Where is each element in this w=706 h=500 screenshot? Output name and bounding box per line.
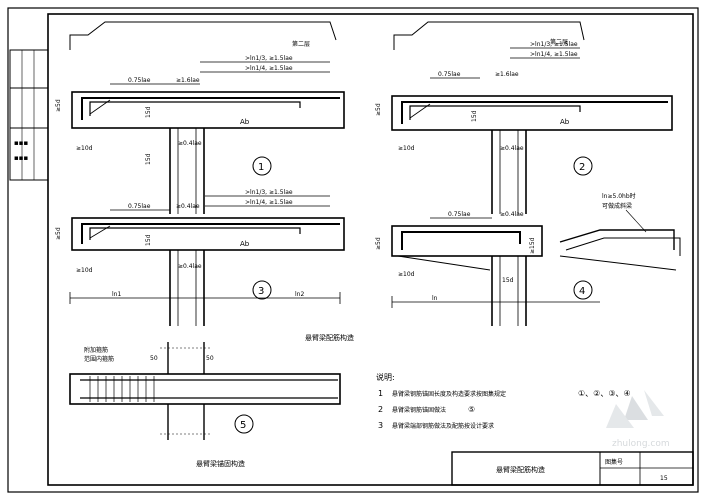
svg-text:≥0.4lae: ≥0.4lae: [500, 145, 524, 152]
detail-number: 4: [579, 286, 585, 297]
stirrup-marks: [89, 376, 155, 402]
detail-1: 第二层 >ln1/3, ≥1.5lae >ln1/4, ≥1.5lae 0.75…: [55, 21, 345, 214]
svg-text:▪▪▪: ▪▪▪: [14, 154, 28, 162]
title-block: 悬臂梁配筋构造 图集号 15: [451, 451, 694, 486]
svg-text:15d: 15d: [145, 153, 152, 165]
note-text: 悬臂梁钢筋锚固做法: [392, 406, 446, 414]
drawing-no-label: 图集号: [605, 458, 623, 466]
svg-text:≥10d: ≥10d: [398, 271, 415, 278]
detail-5: 50 50 附加箍筋 范围内箍筋 5 悬臂梁锚固构造: [69, 342, 341, 468]
detail-number: 3: [258, 286, 264, 297]
svg-text:≥10d: ≥10d: [76, 267, 93, 274]
beam-symbol: Ab: [240, 118, 250, 126]
caption: 悬臂梁锚固构造: [196, 459, 245, 468]
dim-label: >ln1/3, ≥1.5lae: [530, 41, 578, 48]
svg-text:附加箍筋: 附加箍筋: [84, 346, 108, 354]
dim-label: 0.75lae: [438, 71, 461, 78]
dim-label: >ln1/4, ≥1.5lae: [530, 51, 578, 58]
svg-text:≥5d: ≥5d: [375, 237, 382, 250]
svg-text:15d: 15d: [502, 277, 514, 284]
dim-label: ln2: [295, 291, 304, 298]
sheet-border: ▪▪▪ ▪▪▪: [7, 7, 699, 493]
svg-text:15d: 15d: [145, 106, 152, 118]
svg-text:15d: 15d: [471, 110, 478, 122]
note-number: 2: [378, 405, 383, 414]
note-number: 3: [378, 421, 383, 430]
dim-label: 50: [150, 355, 158, 362]
svg-text:≥5d: ≥5d: [55, 99, 62, 112]
note-number: 1: [378, 389, 383, 398]
beam-symbol: Ab: [240, 240, 250, 248]
dim-label: >ln1/3, ≥1.5lae: [245, 55, 293, 62]
dim-label: 0.75lae: [448, 211, 471, 218]
note-text: 悬臂梁端部钢筋做法及配筋按设计要求: [392, 422, 494, 430]
notes: 说明: 1 悬臂梁钢筋锚固长度及构造要求按图集规定 ①、②、③、④ 2 悬臂梁钢…: [376, 372, 631, 430]
dim-label: ln1: [112, 291, 121, 298]
note-ref: ⑤: [468, 405, 475, 414]
notes-heading: 说明:: [376, 372, 395, 382]
svg-text:≥0.4lae: ≥0.4lae: [178, 263, 202, 270]
dim-label: ≥0.4lae: [176, 203, 200, 210]
detail-number: 1: [258, 162, 264, 173]
svg-text:≥5d: ≥5d: [55, 227, 62, 240]
watermark: zhulong.com: [606, 390, 670, 449]
caption: 悬臂梁配筋构造: [305, 333, 354, 342]
dim-label: >ln1/4, ≥1.5lae: [245, 65, 293, 72]
svg-text:可做成斜梁: 可做成斜梁: [602, 202, 632, 210]
svg-text:15d: 15d: [145, 234, 152, 246]
title-text: 悬臂梁配筋构造: [496, 465, 545, 474]
dim-label: 50: [206, 355, 214, 362]
dim-label: ≥0.4lae: [178, 140, 202, 147]
detail-number: 5: [240, 420, 246, 431]
watermark-text: zhulong.com: [612, 439, 670, 449]
beam-symbol: Ab: [560, 118, 570, 126]
detail-2: 第二层 >ln1/3, ≥1.5lae >ln1/4, ≥1.5lae 0.75…: [375, 21, 673, 214]
svg-text:ln≥5.0hb时: ln≥5.0hb时: [602, 192, 636, 200]
page-number: 15: [660, 475, 668, 482]
detail-4: 0.75lae ≥0.4lae ≥5d ≥10d ≥15d 15d ln≥5.0…: [375, 192, 681, 326]
dim-label: ≥1.6lae: [495, 71, 519, 78]
svg-text:≥10d: ≥10d: [76, 145, 93, 152]
dim-label: 0.75lae: [128, 203, 151, 210]
svg-text:▪▪▪: ▪▪▪: [14, 139, 28, 147]
svg-text:第二层: 第二层: [550, 38, 568, 46]
svg-text:≥5d: ≥5d: [375, 103, 382, 116]
dim-label: >ln1/4, ≥1.5lae: [245, 199, 293, 206]
dim-label: 0.75lae: [128, 77, 151, 84]
svg-text:≥15d: ≥15d: [529, 237, 536, 254]
svg-text:范围内箍筋: 范围内箍筋: [84, 355, 114, 363]
detail-number: 2: [579, 162, 585, 173]
note-text: 悬臂梁钢筋锚固长度及构造要求按图集规定: [392, 390, 506, 398]
dim-label: ln: [432, 295, 438, 302]
detail-3: >ln1/3, ≥1.5lae >ln1/4, ≥1.5lae 0.75lae …: [55, 189, 354, 342]
dim-label: >ln1/3, ≥1.5lae: [245, 189, 293, 196]
dim-label: ≥1.6lae: [176, 77, 200, 84]
note-ref: ①、②、③、④: [578, 389, 631, 398]
dim-label: ≥0.4lae: [500, 211, 524, 218]
svg-text:≥10d: ≥10d: [398, 145, 415, 152]
floor-label: 第二层: [292, 40, 310, 48]
